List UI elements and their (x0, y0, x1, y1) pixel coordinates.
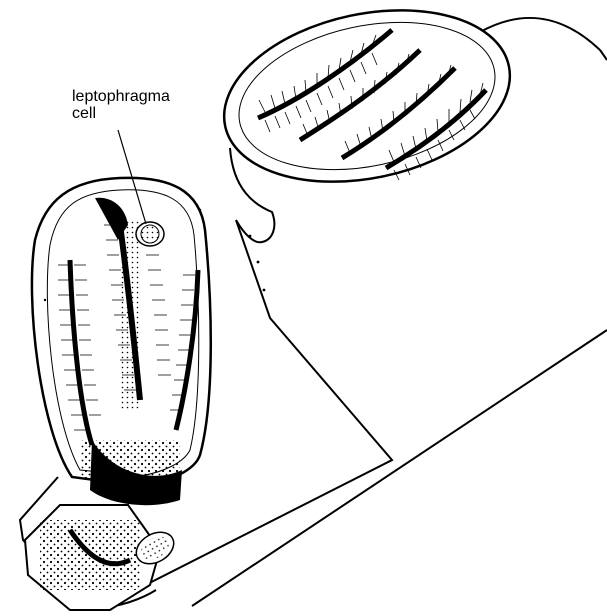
bottom-cut-segment (25, 505, 179, 610)
leptophragma-label-line2: cell (72, 105, 170, 122)
lower-cross-section (32, 178, 211, 505)
leptophragma-label: leptophragma cell (72, 88, 170, 122)
upper-cross-section (208, 0, 526, 206)
leptophragma-label-line1: leptophragma (72, 88, 170, 105)
